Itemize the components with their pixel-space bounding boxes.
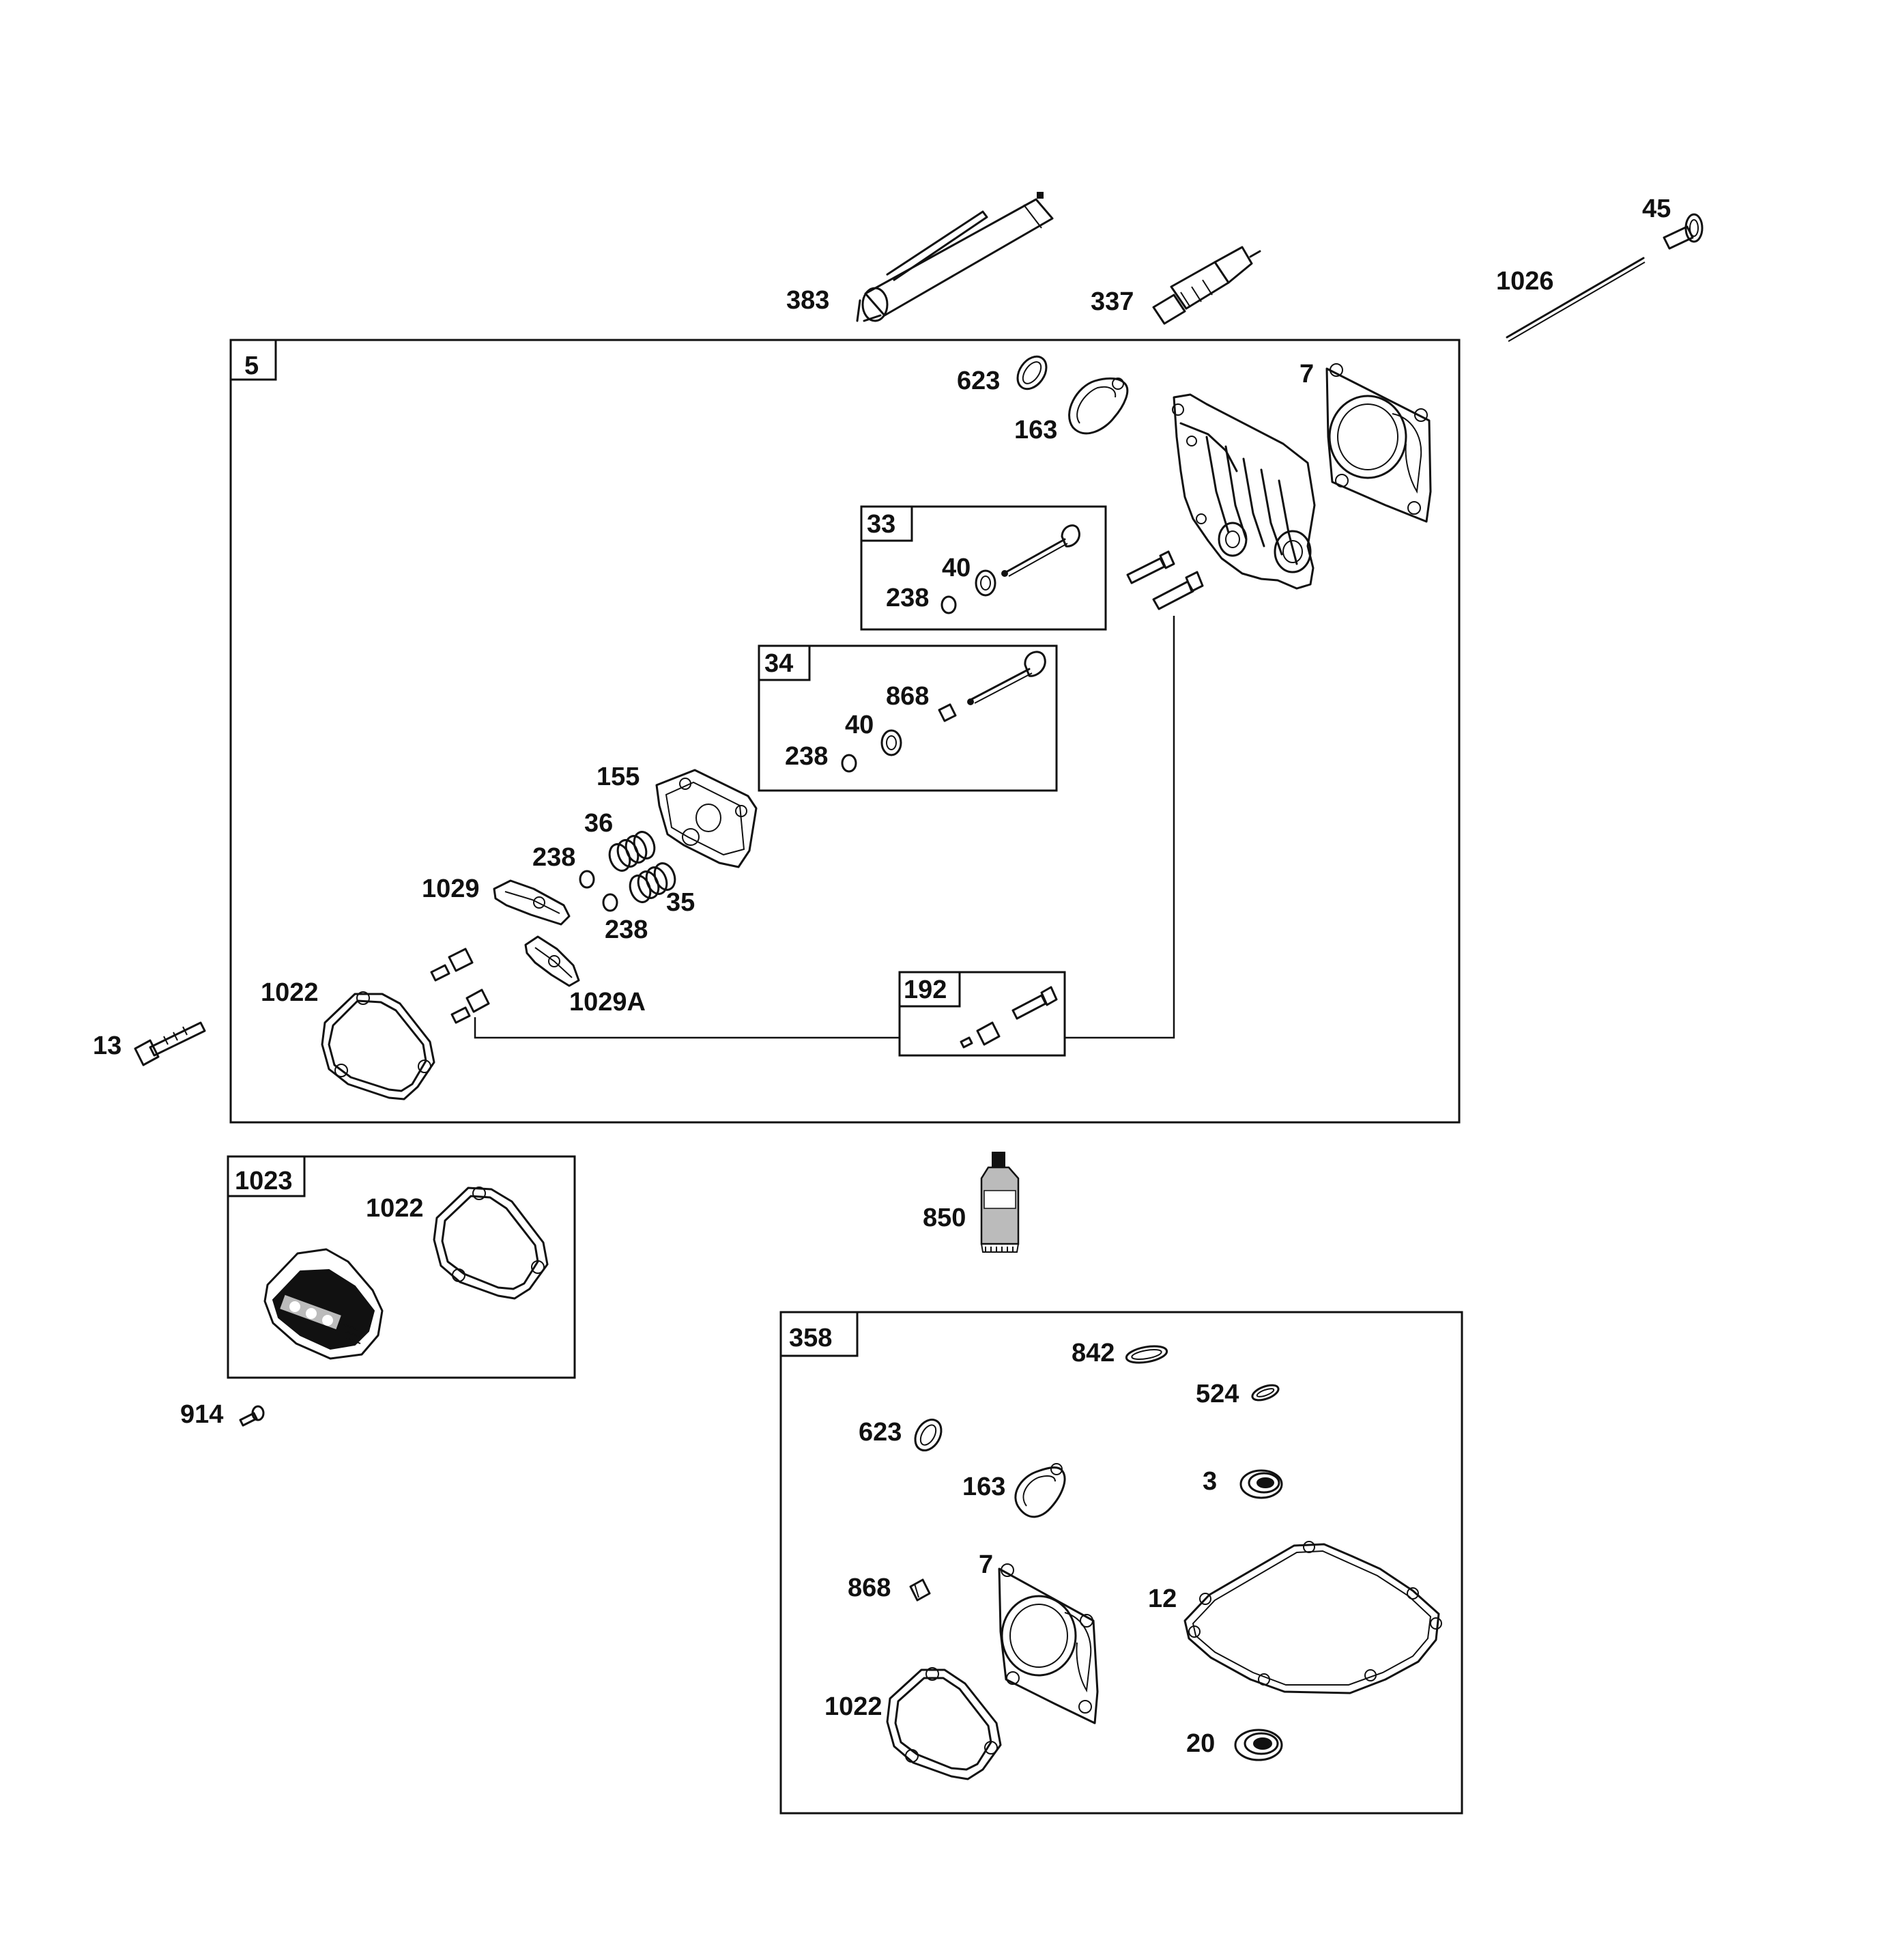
label-163-b: 163 [962, 1473, 1005, 1501]
kit-box-33 [860, 505, 1107, 631]
label-45: 45 [1642, 195, 1671, 223]
part-34-intake-valve [967, 651, 1046, 705]
kit-box-192 [898, 971, 1066, 1057]
label-1029: 1029 [422, 875, 480, 903]
kit-box-34 [758, 644, 1058, 792]
label-1026: 1026 [1496, 267, 1554, 296]
label-155: 155 [597, 763, 640, 791]
part-1026-push-rod [1506, 257, 1646, 342]
part-rocker-stud-lower [450, 989, 490, 1024]
part-40-valve-seal-a [975, 569, 996, 597]
kit-tag-34 [758, 644, 811, 681]
label-850: 850 [923, 1204, 966, 1232]
part-rocker-stud-upper [430, 948, 474, 982]
part-cylinder-head [1172, 393, 1316, 590]
part-36-valve-spring [608, 831, 656, 872]
label-20: 20 [1186, 1729, 1215, 1758]
label-3: 3 [1203, 1467, 1217, 1496]
part-3-oil-seal [1239, 1469, 1283, 1499]
kit-tag-192 [898, 971, 961, 1008]
part-7-head-gasket-b [998, 1563, 1099, 1724]
part-238-keeper-a [941, 595, 957, 614]
kit-label-34: 34 [764, 649, 793, 678]
kit-label-33: 33 [867, 510, 895, 539]
part-850-sealant-tube [980, 1152, 1020, 1253]
part-914-screw [239, 1405, 265, 1427]
part-155-rocker-plate [655, 769, 758, 868]
part-1023-valve-cover [263, 1248, 384, 1360]
label-623: 623 [957, 367, 1000, 395]
label-238-b: 238 [785, 742, 828, 771]
connector-192-to-cover [474, 1017, 900, 1039]
label-1022: 1022 [261, 978, 319, 1007]
label-337: 337 [1091, 287, 1134, 316]
label-842: 842 [1072, 1339, 1115, 1367]
part-524-o-ring [1251, 1384, 1280, 1402]
label-163: 163 [1014, 416, 1057, 444]
part-33-exhaust-valve [1001, 524, 1080, 577]
part-192-stud [960, 986, 1058, 1049]
label-383: 383 [786, 286, 829, 315]
part-head-stud-upper [1126, 550, 1175, 584]
label-36: 36 [584, 809, 613, 838]
part-238-keeper-d [602, 893, 618, 912]
kit-tag-358 [779, 1311, 859, 1357]
part-1029-rocker-arm [493, 879, 571, 926]
kit-label-358: 358 [789, 1324, 832, 1352]
kit-box-5 [229, 339, 1461, 1124]
label-7-b: 7 [979, 1550, 993, 1579]
part-13-bolt [134, 1021, 206, 1066]
label-7: 7 [1300, 360, 1314, 388]
part-337-spark-plug [1152, 246, 1261, 325]
kit-label-1023: 1023 [235, 1167, 293, 1195]
part-40-valve-seal-b [880, 729, 902, 756]
label-40-a: 40 [942, 554, 971, 582]
part-20-oil-seal [1234, 1729, 1283, 1761]
label-238-a: 238 [886, 584, 929, 612]
label-12: 12 [1148, 1585, 1177, 1613]
part-45-tappet [1663, 213, 1704, 250]
kit-box-358 [779, 1311, 1463, 1815]
part-163-gasket-b [1014, 1463, 1066, 1518]
part-1022-gasket-c [886, 1667, 1002, 1780]
part-623-o-ring [1016, 355, 1048, 390]
part-868-valve-cap [938, 703, 957, 722]
part-35-valve-spring [629, 862, 676, 903]
kit-label-192: 192 [904, 976, 947, 1004]
part-1022-valve-cover-gasket [321, 991, 435, 1100]
part-1022-gasket-b [433, 1187, 549, 1300]
label-1022-b: 1022 [366, 1194, 424, 1223]
label-13: 13 [93, 1032, 121, 1060]
kit-tag-5 [229, 339, 277, 381]
part-12-crankcase-gasket [1183, 1541, 1442, 1694]
part-868-valve-cap-b [909, 1578, 931, 1602]
label-1022-c: 1022 [824, 1692, 882, 1721]
part-163-gasket [1068, 377, 1129, 435]
label-40-b: 40 [845, 711, 874, 739]
kit-tag-1023 [227, 1155, 306, 1197]
label-238-c: 238 [532, 843, 575, 872]
label-868: 868 [886, 682, 929, 711]
label-524: 524 [1196, 1380, 1239, 1408]
kit-tag-33 [860, 505, 913, 542]
label-623-b: 623 [859, 1418, 902, 1447]
label-238-d: 238 [605, 915, 648, 944]
part-238-keeper-c [579, 870, 595, 889]
part-7-head-gasket [1325, 363, 1432, 523]
part-383-spark-plug-wrench [856, 192, 1054, 322]
label-35: 35 [666, 888, 695, 917]
part-623-o-ring-b [914, 1419, 943, 1451]
kit-box-1023 [227, 1155, 576, 1379]
part-1029A-rocker-arm [524, 935, 580, 987]
part-842-o-ring [1125, 1345, 1168, 1364]
kit-label-5: 5 [244, 352, 259, 380]
label-868-b: 868 [848, 1574, 891, 1602]
part-head-stud-lower [1152, 571, 1204, 610]
connector-head-to-192 [1065, 616, 1175, 1039]
label-914: 914 [180, 1400, 223, 1429]
part-238-keeper-b [841, 754, 857, 773]
label-1029A: 1029A [569, 988, 646, 1017]
